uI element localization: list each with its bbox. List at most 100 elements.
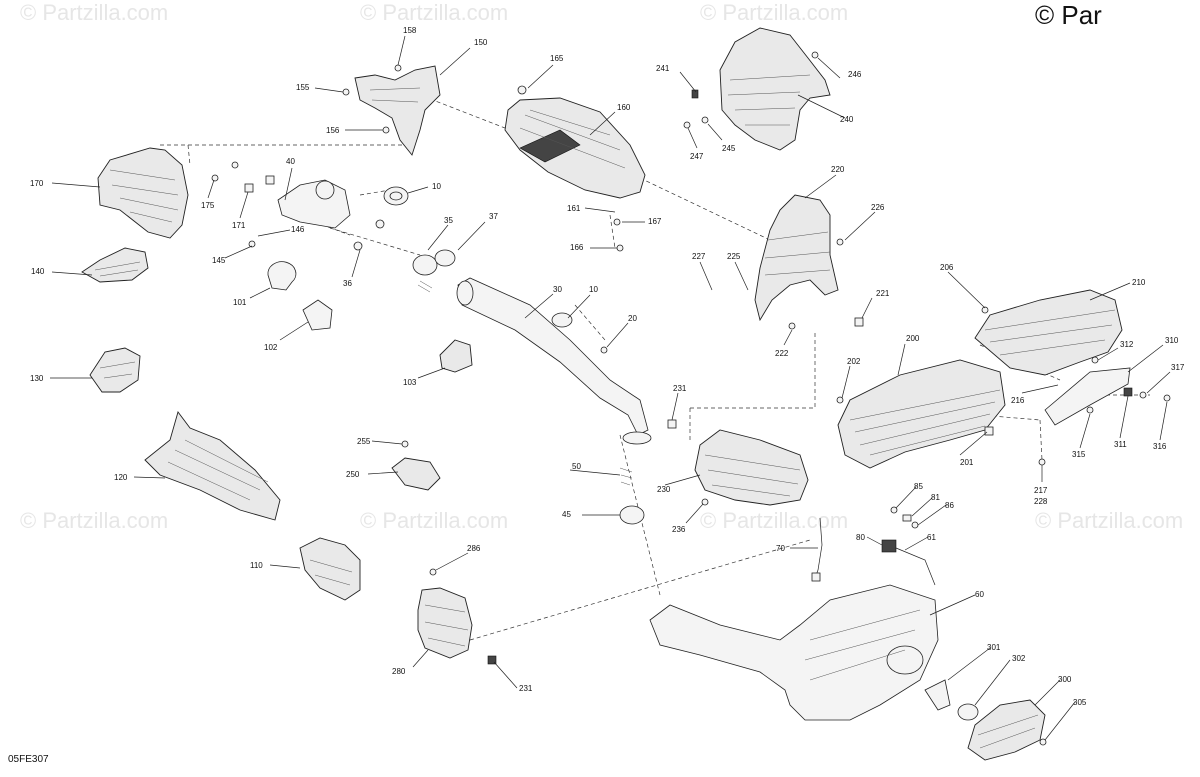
- part-label: 236: [672, 525, 686, 534]
- part-label: 161: [567, 204, 581, 213]
- heat-shield-240: [719, 27, 831, 151]
- part-label: 240: [840, 115, 854, 124]
- heat-shield-200: [837, 359, 1006, 469]
- part-label: 316: [1153, 442, 1167, 451]
- watermark: © Partzilla.com: [360, 508, 508, 533]
- part-label: 247: [690, 152, 704, 161]
- part-label: 280: [392, 667, 406, 676]
- part-label: 175: [201, 201, 215, 210]
- heat-shield-160: [504, 97, 646, 199]
- part-label: 310: [1165, 336, 1179, 345]
- part-label: 10: [432, 182, 441, 191]
- watermark: © Partzilla.com: [1035, 508, 1183, 533]
- part-label: 103: [403, 378, 417, 387]
- part-label: 241: [656, 64, 670, 73]
- part-label: 165: [550, 54, 564, 63]
- part-label: 227: [692, 252, 706, 261]
- part-label: 206: [940, 263, 954, 272]
- part-label: 170: [30, 179, 44, 188]
- part-label: 225: [727, 252, 741, 261]
- bracket-250: [391, 457, 441, 491]
- part-label: 220: [831, 165, 845, 174]
- part-label: 305: [1073, 698, 1087, 707]
- clamps: [267, 261, 473, 373]
- part-label: 102: [264, 343, 278, 352]
- part-label: 228: [1034, 497, 1048, 506]
- part-label: 40: [286, 157, 295, 166]
- part-label: 150: [474, 38, 488, 47]
- manifold-40: [277, 179, 351, 229]
- part-label: 230: [657, 485, 671, 494]
- part-label: 202: [847, 357, 861, 366]
- part-label: 312: [1120, 340, 1134, 349]
- part-label: 255: [357, 437, 371, 446]
- part-label: 61: [927, 533, 936, 542]
- part-label: 158: [403, 26, 417, 35]
- o2-sensor-tip: [811, 572, 821, 582]
- part-label: 222: [775, 349, 789, 358]
- wire-61: [895, 547, 936, 586]
- part-label: 156: [326, 126, 340, 135]
- gasket-45: [619, 505, 645, 525]
- copyright-mark: © Par: [1035, 0, 1102, 30]
- part-label: 300: [1058, 675, 1072, 684]
- part-label: 167: [648, 217, 662, 226]
- leader-lines: [50, 35, 1171, 741]
- part-label: 315: [1072, 450, 1086, 459]
- part-label: 302: [1012, 654, 1026, 663]
- shield-140: [81, 247, 149, 283]
- assembly-lines: [160, 94, 1150, 641]
- part-label: 231: [673, 384, 687, 393]
- watermark-layer: © Partzilla.com © Partzilla.com © Partzi…: [20, 0, 1183, 533]
- part-label: 70: [776, 544, 785, 553]
- part-label: 81: [931, 493, 940, 502]
- part-label: 155: [296, 83, 310, 92]
- gasket-10: [383, 186, 573, 328]
- part-label: 210: [1132, 278, 1146, 287]
- heat-shield-280: [417, 587, 473, 659]
- front-exhaust-pipe-30: [456, 277, 652, 445]
- part-label: 246: [848, 70, 862, 79]
- part-label: 110: [250, 561, 263, 570]
- watermark: © Partzilla.com: [20, 0, 168, 25]
- watermark: © Partzilla.com: [20, 508, 168, 533]
- heat-shield-170: [97, 147, 189, 239]
- hardware: [211, 51, 1171, 746]
- part-label: 245: [722, 144, 736, 153]
- shield-110: [299, 537, 361, 601]
- part-label: 60: [975, 590, 984, 599]
- bracket-150: [354, 65, 441, 156]
- tail-shield-300: [967, 699, 1046, 761]
- springs: [412, 249, 633, 486]
- part-label: 146: [291, 225, 305, 234]
- part-label: 36: [343, 279, 352, 288]
- part-label: 301: [987, 643, 1001, 652]
- heat-shield-220: [754, 194, 839, 322]
- shield-130: [89, 347, 141, 393]
- part-label: 101: [233, 298, 247, 307]
- part-label: 30: [553, 285, 562, 294]
- watermark: © Partzilla.com: [700, 508, 848, 533]
- shield-120: [144, 411, 281, 521]
- part-label: 166: [570, 243, 584, 252]
- part-label: 221: [876, 289, 890, 298]
- gasket-302: [957, 703, 979, 721]
- part-label: 226: [871, 203, 885, 212]
- part-label: 317: [1171, 363, 1185, 372]
- part-label: 10: [589, 285, 598, 294]
- part-label: 201: [960, 458, 974, 467]
- part-label: 50: [572, 462, 581, 471]
- part-label: 37: [489, 212, 498, 221]
- part-label: 217: [1034, 486, 1048, 495]
- tip-301: [924, 679, 951, 711]
- part-label: 216: [1011, 396, 1025, 405]
- part-label: 130: [30, 374, 44, 383]
- part-label: 86: [945, 501, 954, 510]
- part-label: 140: [31, 267, 45, 276]
- part-label: 80: [856, 533, 865, 542]
- part-label: 250: [346, 470, 360, 479]
- heat-shield-210: [974, 289, 1123, 376]
- part-label: 20: [628, 314, 637, 323]
- watermark: © Partzilla.com: [700, 0, 848, 25]
